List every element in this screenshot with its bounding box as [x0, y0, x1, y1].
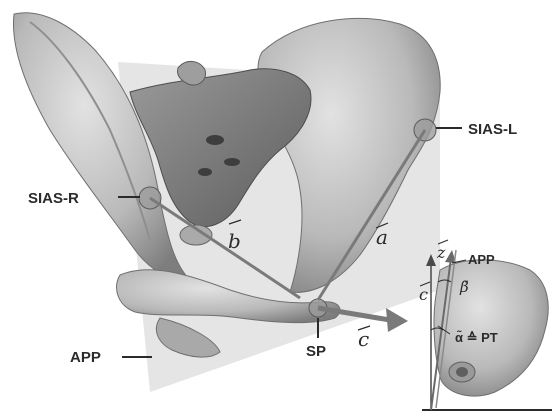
inset-beta-label: β̃ — [459, 278, 469, 296]
inset-app-label: APP — [468, 252, 495, 267]
inset-c-label: c — [419, 285, 428, 304]
vector-a-label: a — [376, 225, 388, 249]
sias-l-label: SIAS-L — [468, 121, 517, 138]
sias-r-label: SIAS-R — [28, 190, 79, 207]
sacral-foramen — [206, 135, 224, 145]
vector-b-label: b — [228, 229, 241, 253]
vector-c-label: c — [358, 327, 369, 351]
app-label: APP — [70, 349, 101, 366]
inset-z-label: z — [436, 243, 446, 262]
sacral-foramen — [198, 168, 212, 176]
inset-alpha-pt-label: α̃ ≙ PT — [455, 330, 498, 345]
inset-hole — [456, 367, 468, 377]
sacral-foramen — [224, 158, 240, 166]
sp-label: SP — [306, 343, 326, 360]
vector-c-arrowhead — [386, 308, 408, 332]
